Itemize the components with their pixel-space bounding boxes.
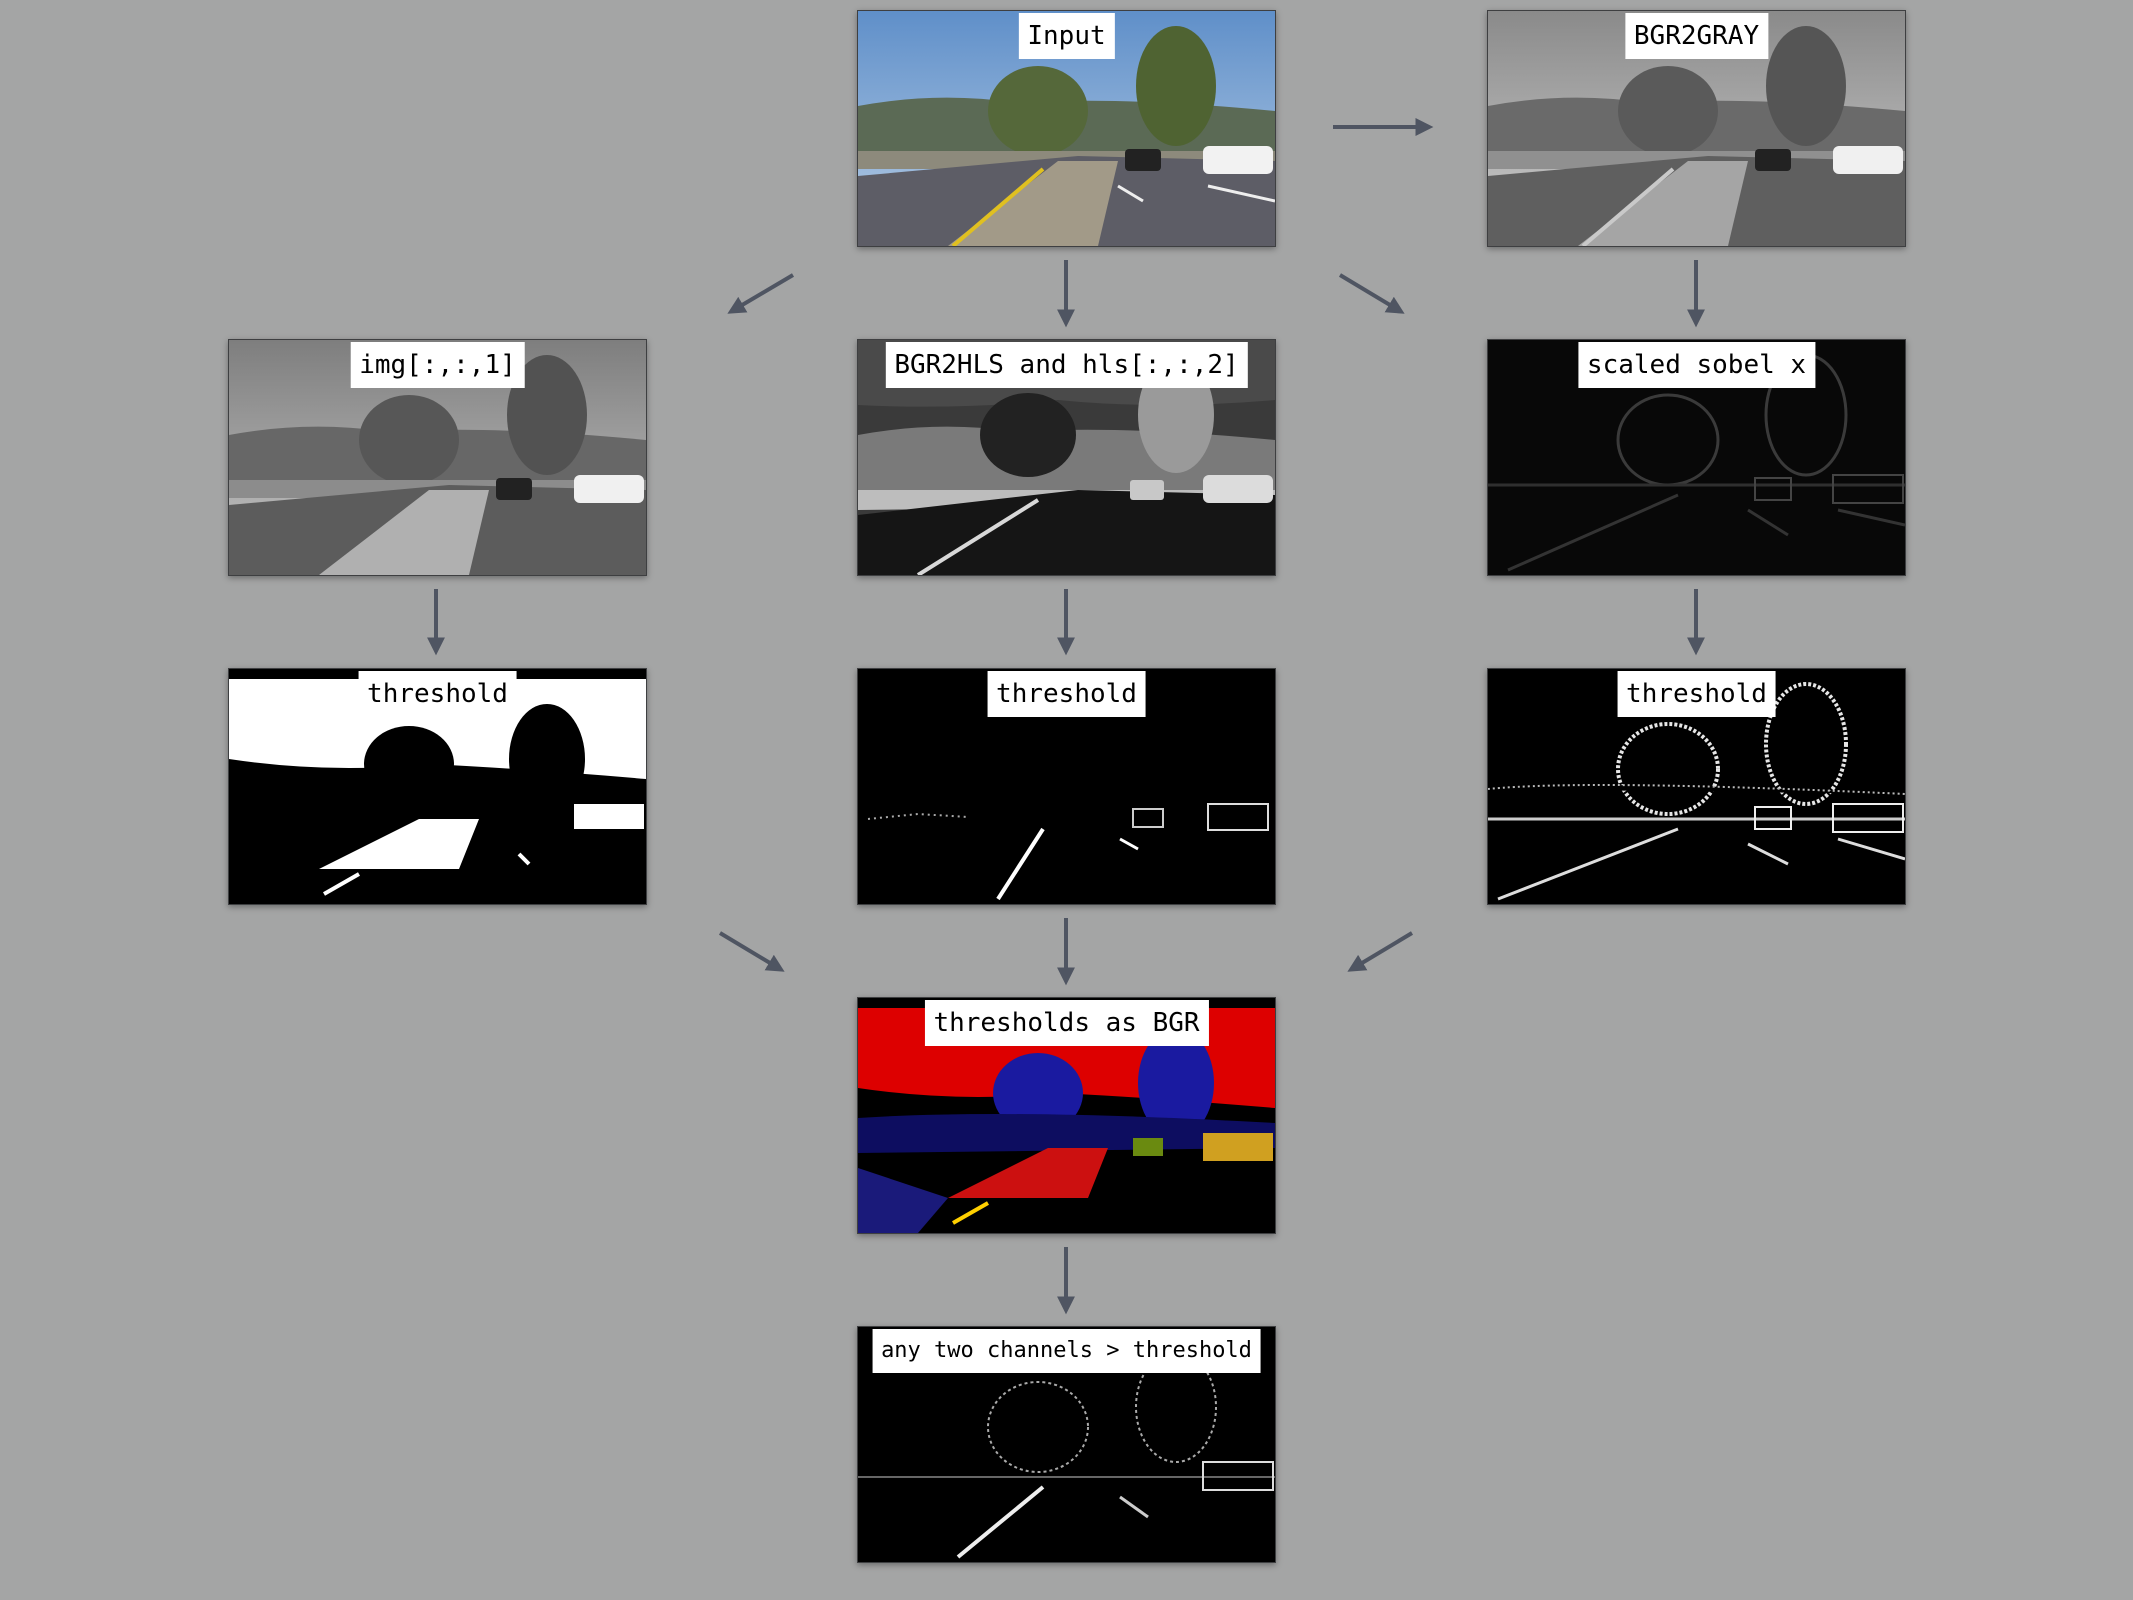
green-channel-label: img[:,:,1] [350, 342, 525, 388]
final-output-panel: any two channels > threshold [857, 1326, 1276, 1563]
arrow-t3-to-bgr [1347, 931, 1414, 972]
gray-label: BGR2GRAY [1624, 13, 1769, 59]
sobel-threshold-label: threshold [1617, 671, 1776, 717]
final-output-label: any two channels > threshold [872, 1329, 1261, 1373]
gray-panel: BGR2GRAY [1487, 10, 1906, 247]
arrow-t1-to-bgr [718, 931, 785, 972]
hls-label: BGR2HLS and hls[:,:,2] [885, 342, 1248, 388]
hls-panel: BGR2HLS and hls[:,:,2] [857, 339, 1276, 576]
input-panel: Input [857, 10, 1276, 247]
arrow-input-to-green [727, 273, 795, 314]
arrow-input-to-sobel [1338, 273, 1405, 314]
bgr-combined-panel: thresholds as BGR [857, 997, 1276, 1234]
green-channel-panel: img[:,:,1] [228, 339, 647, 576]
hls-threshold-panel: threshold [857, 668, 1276, 905]
bgr-combined-label: thresholds as BGR [924, 1000, 1209, 1046]
sobel-panel: scaled sobel x [1487, 339, 1906, 576]
input-label: Input [1018, 13, 1115, 59]
green-threshold-label: threshold [358, 671, 517, 717]
sobel-threshold-panel: threshold [1487, 668, 1906, 905]
sobel-label: scaled sobel x [1577, 342, 1816, 388]
hls-threshold-label: threshold [987, 671, 1146, 717]
green-threshold-panel: threshold [228, 668, 647, 905]
